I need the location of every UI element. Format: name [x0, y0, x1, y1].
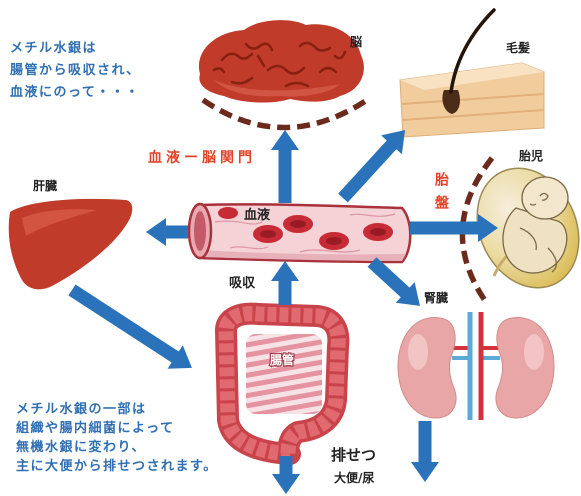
excretion-label: 排せつ	[331, 446, 376, 464]
arrow-shape	[271, 261, 299, 305]
fetus-head	[522, 177, 568, 219]
excretion-note: メチル水銀の一部は 組織や腸内細菌によって 無機水銀に変わり、 主に大便から排せ…	[16, 401, 218, 474]
excretion-routes-label: 大便/尿	[334, 470, 374, 485]
kidney-label: 腎臓	[424, 290, 448, 305]
blood-vessel: 血液	[189, 204, 410, 262]
absorption-note-line-3: 血液にのって・・・	[10, 84, 140, 100]
arrow-to-brain	[271, 130, 299, 203]
right-kidney	[496, 318, 554, 418]
arrow-shape	[411, 421, 439, 482]
blood-brain-barrier-label: 血液ー脳関門	[148, 149, 256, 166]
hair-label: 毛髪	[506, 40, 530, 55]
arrow-to-hair	[333, 121, 416, 208]
brain-shape	[199, 20, 364, 102]
brain-label: 脳	[350, 34, 362, 49]
left-kidney	[398, 318, 456, 418]
arrow-shape	[146, 218, 188, 246]
right-kidney-highlight	[524, 334, 544, 370]
arrow-shape	[271, 130, 299, 203]
arrow-absorption	[271, 261, 299, 305]
placenta-label: 胎盤	[434, 172, 448, 218]
excretion-note-line-2: 組織や腸内細菌によって	[16, 420, 174, 436]
left-kidney-highlight	[408, 334, 428, 370]
brain: 脳	[199, 20, 364, 102]
red-blood-cell	[218, 207, 238, 219]
arrow-shape	[64, 278, 199, 379]
fetus-label: 胎児	[519, 148, 543, 163]
absorption-label: 吸収	[229, 276, 256, 291]
red-blood-cell-center	[370, 228, 386, 236]
liver: 肝臓	[9, 178, 133, 289]
arrow-excretion-kidney	[411, 421, 439, 482]
small-intestine	[246, 334, 322, 414]
arrow-shape	[333, 121, 416, 208]
arrow-to-liver	[146, 218, 188, 246]
intestine: 腸管	[226, 314, 338, 454]
intestine-label: 腸管	[270, 352, 294, 367]
blood-label: 血液	[244, 207, 270, 223]
red-blood-cell-center	[326, 237, 342, 245]
absorption-note-line-1: メチル水銀は	[10, 40, 97, 56]
excretion-note-line-1: メチル水銀の一部は	[16, 401, 147, 417]
absorption-note: メチル水銀は 腸管から吸収され、 血液にのって・・・	[10, 40, 141, 100]
arrow-liver-to-intestine	[64, 278, 199, 379]
kidneys: 腎臓	[398, 290, 554, 420]
excretion-note-line-3: 無機水銀に変わり、	[16, 439, 146, 455]
blood-brain-barrier-dashes	[203, 98, 370, 128]
red-blood-cell-center	[290, 220, 306, 228]
absorption-note-line-2: 腸管から吸収され、	[10, 62, 141, 78]
vessel-opening-inner	[194, 211, 206, 251]
excretion-note-line-4: 主に大便から排せつされます。	[16, 458, 218, 474]
red-blood-cell-center	[260, 230, 276, 238]
hair: 毛髪	[400, 10, 544, 137]
liver-label: 肝臓	[33, 178, 57, 193]
